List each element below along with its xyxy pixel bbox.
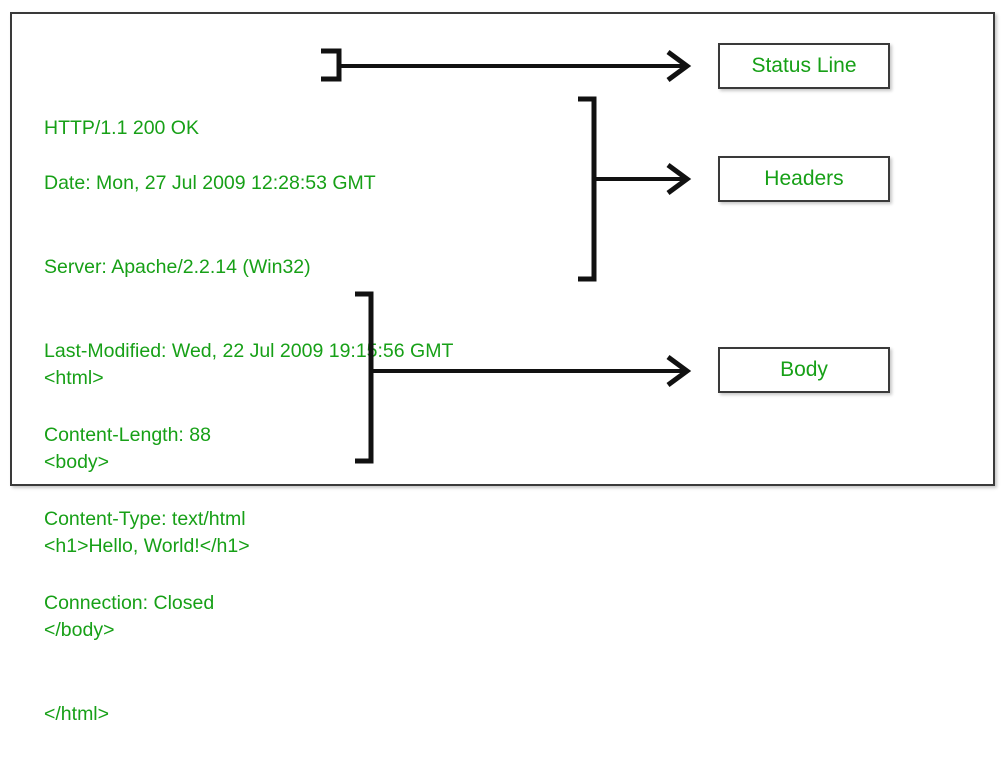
body-row: <body>	[44, 451, 110, 473]
status-line-row: HTTP/1.1 200 OK	[44, 117, 199, 139]
status-line-text: HTTP/1.1 200 OK	[44, 58, 199, 198]
label-box-body: Body	[718, 347, 890, 393]
diagram-frame	[10, 12, 995, 486]
header-row: Last-Modified: Wed, 22 Jul 2009 19:15:56…	[44, 340, 454, 362]
header-row: Content-Length: 88	[44, 424, 211, 446]
label-box-status-line: Status Line	[718, 43, 890, 89]
diagram-canvas: HTTP/1.1 200 OK Date: Mon, 27 Jul 2009 1…	[10, 12, 995, 725]
body-text: <html> <body> <h1>Hello, World!</h1> </b…	[44, 308, 250, 784]
label-box-body-text: Body	[780, 358, 828, 381]
label-box-status-line-text: Status Line	[751, 54, 857, 77]
body-row: <h1>Hello, World!</h1>	[44, 535, 250, 557]
label-box-headers-text: Headers	[764, 167, 844, 190]
body-row: </body>	[44, 619, 115, 641]
header-row: Date: Mon, 27 Jul 2009 12:28:53 GMT	[44, 172, 376, 194]
label-box-headers: Headers	[718, 156, 890, 202]
header-row: Server: Apache/2.2.14 (Win32)	[44, 256, 311, 278]
body-row: </html>	[44, 703, 110, 725]
body-row: <html>	[44, 367, 104, 389]
